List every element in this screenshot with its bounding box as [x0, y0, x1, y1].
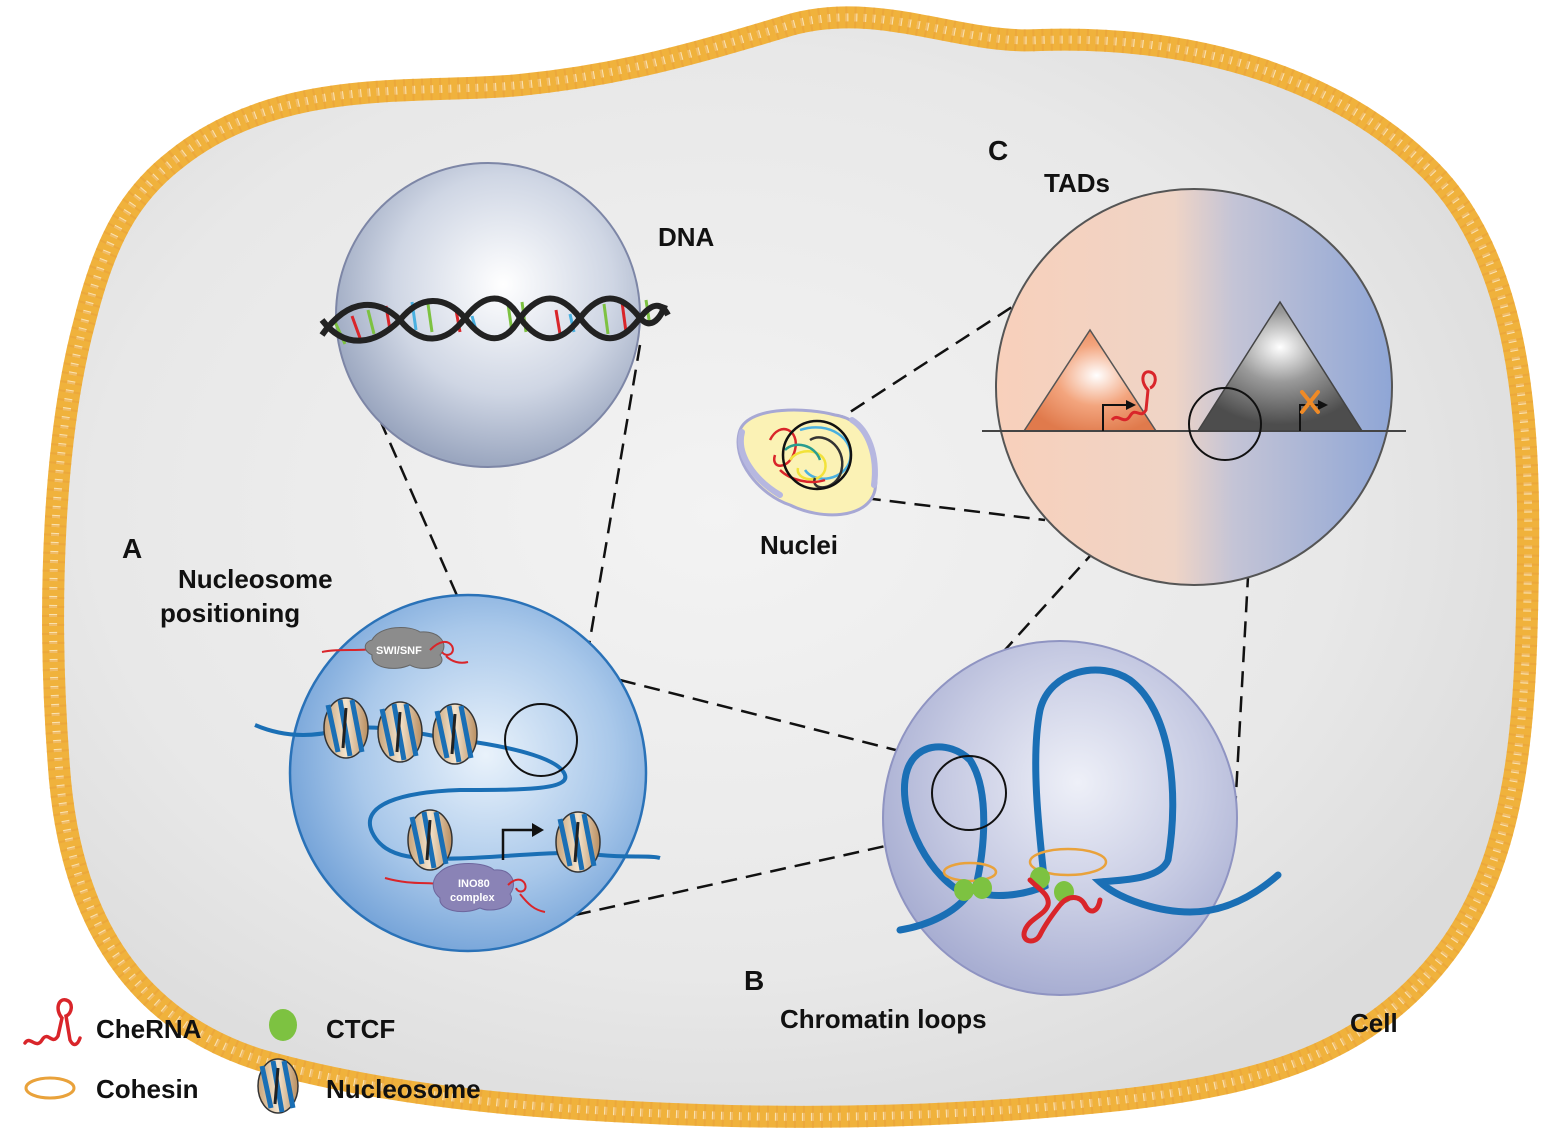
nucleosome-row-lower [407, 809, 601, 873]
nucleosome-sphere [288, 593, 648, 953]
repression-cross-icon [1300, 390, 1320, 414]
dna-double-helix [319, 295, 671, 345]
legend-cohesin-label: Cohesin [96, 1074, 199, 1104]
chromatin-tangle [768, 426, 852, 489]
zoom-circle-nucleus [781, 419, 853, 491]
legend-ctcf-label: CTCF [326, 1014, 395, 1044]
nucleosome-5 [555, 811, 601, 873]
dna-sphere [335, 162, 641, 468]
tads-label: TADs [1044, 168, 1110, 198]
nucleus: Nuclei [736, 408, 878, 560]
legend-cherna-label: CheRNA [96, 1014, 202, 1044]
tad-right-arrowhead [1318, 400, 1328, 410]
legend-ctcf: CTCF [269, 1009, 395, 1044]
nucleus-envelope-left [737, 429, 783, 498]
legend-nucleosome: Nucleosome [257, 1058, 481, 1114]
chromatin-loop-sphere [882, 640, 1238, 996]
nucleosome-1 [323, 697, 369, 759]
transcription-arrowhead [532, 823, 544, 837]
tad-left-cherna [1110, 370, 1157, 422]
panel-a-letter: A [122, 533, 142, 564]
tad-left-arrowhead [1126, 400, 1136, 410]
nucleosome-row-upper [323, 697, 478, 765]
zoom-connectors [378, 303, 1257, 917]
membrane-beads [42, 6, 1540, 1128]
nucleosome-positioning-line1: Nucleosome [178, 564, 333, 594]
panel-a: SWI/SNF INO80 complex A Nucleosome posit… [122, 533, 661, 953]
legend: CheRNA CTCF Cohesin Nucleosome [23, 998, 481, 1114]
cohesin-icon [24, 1076, 76, 1100]
nucleosome-positioning-line2: positioning [160, 598, 300, 628]
legend-nucleosome-label: Nucleosome [326, 1074, 481, 1104]
cell-label: Cell [1350, 1008, 1398, 1038]
ino80-label-line1: INO80 [458, 878, 490, 890]
dna-panel: DNA [319, 162, 715, 468]
chromatin-loops-label: Chromatin loops [780, 1004, 987, 1034]
panel-b: B Chromatin loops [744, 640, 1282, 1034]
ctcf-2 [972, 877, 992, 899]
nucleosome-4 [407, 809, 453, 871]
ino80-label-line2: complex [450, 892, 496, 904]
nucleus-envelope-right [849, 417, 878, 488]
nuclei-label: Nuclei [760, 530, 838, 560]
ino80-complex: INO80 complex [384, 863, 546, 913]
swi-snf-complex: SWI/SNF [321, 627, 469, 669]
cherna-icon [23, 998, 82, 1047]
nucleosome-3 [432, 703, 478, 765]
transcription-start-arrow [501, 828, 535, 860]
ctcf-icon [269, 1009, 297, 1041]
zoom-circle-a [504, 703, 578, 777]
zoom-circle-c [1188, 387, 1262, 461]
panel-c-letter: C [988, 135, 1008, 166]
cohesin-ring-1 [942, 861, 998, 883]
cohesin-ring-2 [1028, 847, 1108, 877]
legend-cherna: CheRNA [23, 998, 202, 1047]
legend-cohesin: Cohesin [24, 1074, 199, 1104]
dna-label: DNA [658, 222, 715, 252]
swi-snf-label: SWI/SNF [376, 645, 422, 657]
tad-sphere [995, 188, 1393, 586]
panel-b-letter: B [744, 965, 764, 996]
nucleosome-2 [377, 701, 423, 763]
ctcf-1 [954, 879, 974, 901]
chromatin-loop-strand [896, 666, 1282, 934]
cherna-in-loop [1021, 877, 1103, 944]
panel-c: C TADs [982, 135, 1406, 586]
tad-left-promoter-arrow [1102, 404, 1130, 431]
zoom-circle-b [931, 755, 1007, 831]
nucleosome-icon [257, 1058, 299, 1114]
